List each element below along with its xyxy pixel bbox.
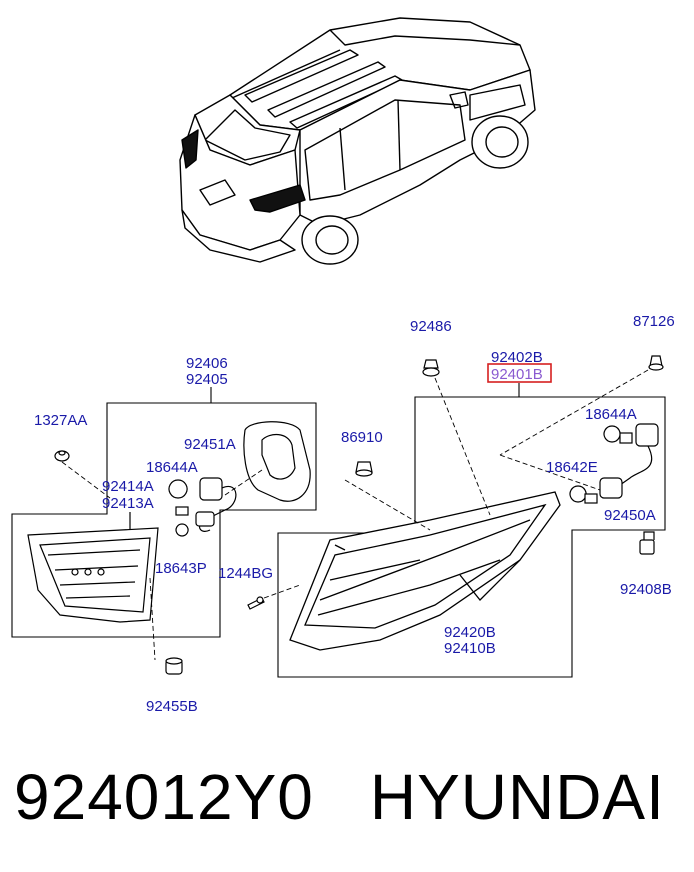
label-92413A: 92413A: [102, 495, 154, 512]
leader-lines-left: [61, 461, 263, 661]
label-92414A: 92414A: [102, 478, 154, 495]
label-92401B[interactable]: 92401B: [491, 366, 543, 383]
gasket-92451A: [243, 421, 311, 502]
part-labels: 92406 92405 1327AA 92451A 18644A 92414A …: [34, 313, 675, 715]
label-18643P: 18643P: [155, 560, 207, 577]
label-92402B: 92402B: [491, 349, 543, 366]
car-illustration: [179, 17, 536, 265]
label-18642E: 18642E: [546, 459, 598, 476]
socket-wiring-left: [168, 477, 237, 537]
label-18644A-right: 18644A: [585, 406, 637, 423]
brand-name: HYUNDAI: [369, 761, 665, 833]
label-92486: 92486: [410, 318, 452, 335]
inner-lamp-92413A: [27, 512, 159, 623]
label-92420B: 92420B: [444, 624, 496, 641]
label-92451A: 92451A: [184, 436, 236, 453]
label-92405: 92405: [186, 371, 228, 388]
label-92408B: 92408B: [620, 581, 672, 598]
label-1327AA: 1327AA: [34, 412, 87, 429]
label-92406: 92406: [186, 355, 228, 372]
label-92450A: 92450A: [604, 507, 656, 524]
label-1244BG: 1244BG: [218, 565, 273, 582]
label-92455B: 92455B: [146, 698, 198, 715]
part-number: 924012Y0: [14, 761, 314, 833]
label-87126: 87126: [633, 313, 675, 330]
label-92410B: 92410B: [444, 640, 496, 657]
highlight-box-92401B: [487, 363, 552, 383]
socket-wiring-right: [569, 423, 659, 555]
label-18644A-left: 18644A: [146, 459, 198, 476]
fasteners-right: [247, 355, 664, 610]
footer-caption: 924012Y0 HYUNDAI: [14, 760, 665, 834]
leader-lines-right: [263, 369, 649, 599]
fasteners-left: [54, 450, 183, 675]
inner-lamp-assembly-box: [11, 387, 317, 638]
label-86910: 86910: [341, 429, 383, 446]
outer-lamp-92410B: [289, 491, 561, 651]
